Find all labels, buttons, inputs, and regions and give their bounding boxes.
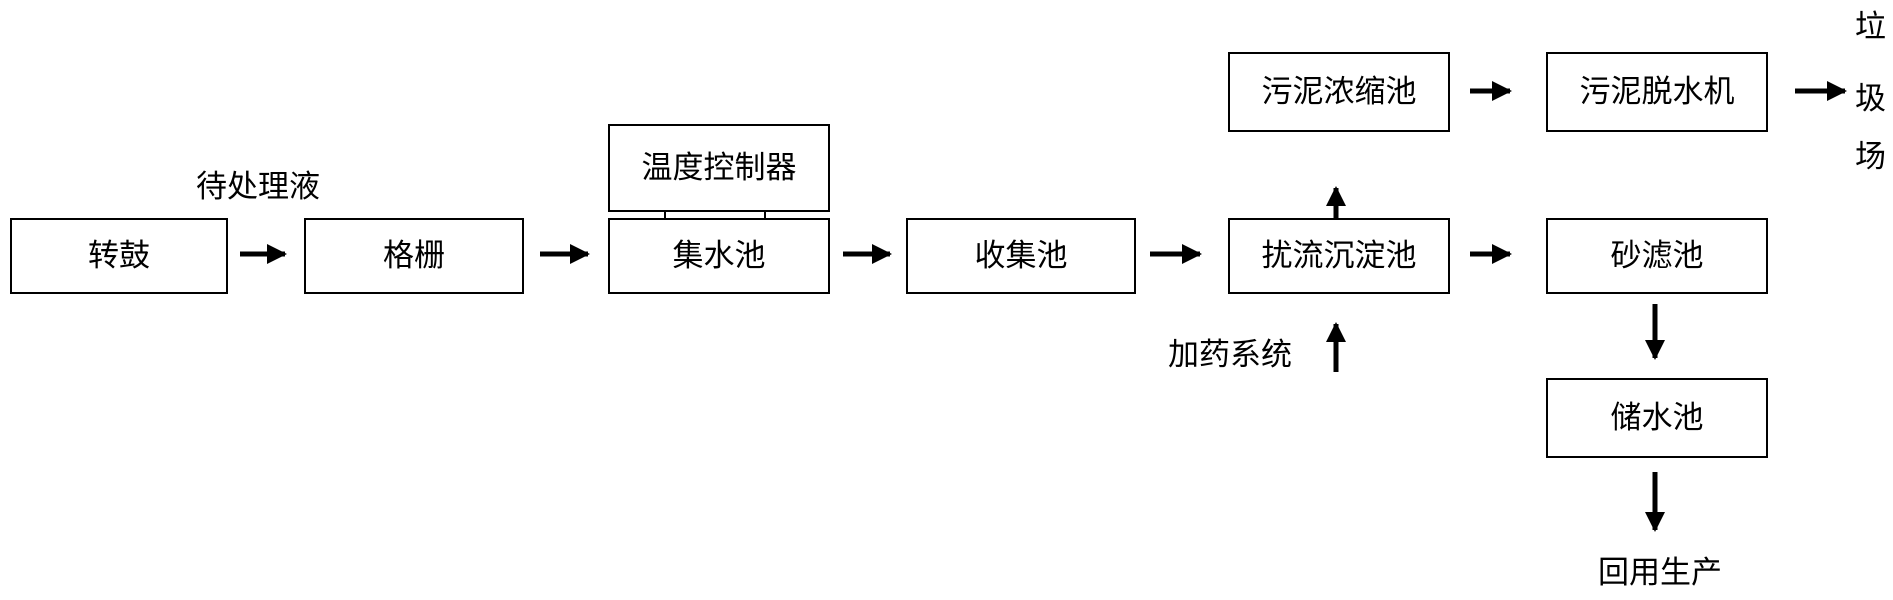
box-sludge-thickener-label: 污泥浓缩池 — [1261, 73, 1417, 110]
box-sludge-dewater-label: 污泥脱水机 — [1579, 73, 1735, 110]
landfill-char-3: 场 — [1855, 139, 1886, 175]
box-sludge-dewater: 污泥脱水机 — [1546, 52, 1768, 132]
landfill-char-1: 垃 — [1855, 9, 1886, 45]
box-grille: 格栅 — [304, 218, 524, 294]
box-temp-controller: 温度控制器 — [608, 124, 830, 212]
box-gathering-tank-label: 收集池 — [974, 237, 1068, 274]
box-drum: 转鼓 — [10, 218, 228, 294]
box-gathering-tank: 收集池 — [906, 218, 1136, 294]
box-sludge-thickener: 污泥浓缩池 — [1228, 52, 1450, 132]
box-sand-filter-label: 砂滤池 — [1610, 237, 1704, 274]
box-temp-controller-label: 温度控制器 — [641, 149, 797, 186]
box-collection-tank: 集水池 — [608, 218, 830, 294]
box-storage-tank: 储水池 — [1546, 378, 1768, 458]
box-grille-label: 格栅 — [383, 237, 445, 274]
landfill-label: 垃 圾 场 — [1855, 12, 1886, 190]
box-sand-filter: 砂滤池 — [1546, 218, 1768, 294]
box-sedimentation-label: 扰流沉淀池 — [1261, 237, 1417, 274]
input-label: 待处理液 — [196, 169, 320, 205]
dosing-label: 加药系统 — [1168, 337, 1292, 373]
box-collection-tank-label: 集水池 — [672, 237, 766, 274]
reuse-label: 回用生产 — [1598, 555, 1722, 591]
landfill-char-2: 圾 — [1855, 81, 1886, 117]
box-sedimentation: 扰流沉淀池 — [1228, 218, 1450, 294]
box-storage-tank-label: 储水池 — [1610, 399, 1704, 436]
box-drum-label: 转鼓 — [88, 237, 150, 274]
